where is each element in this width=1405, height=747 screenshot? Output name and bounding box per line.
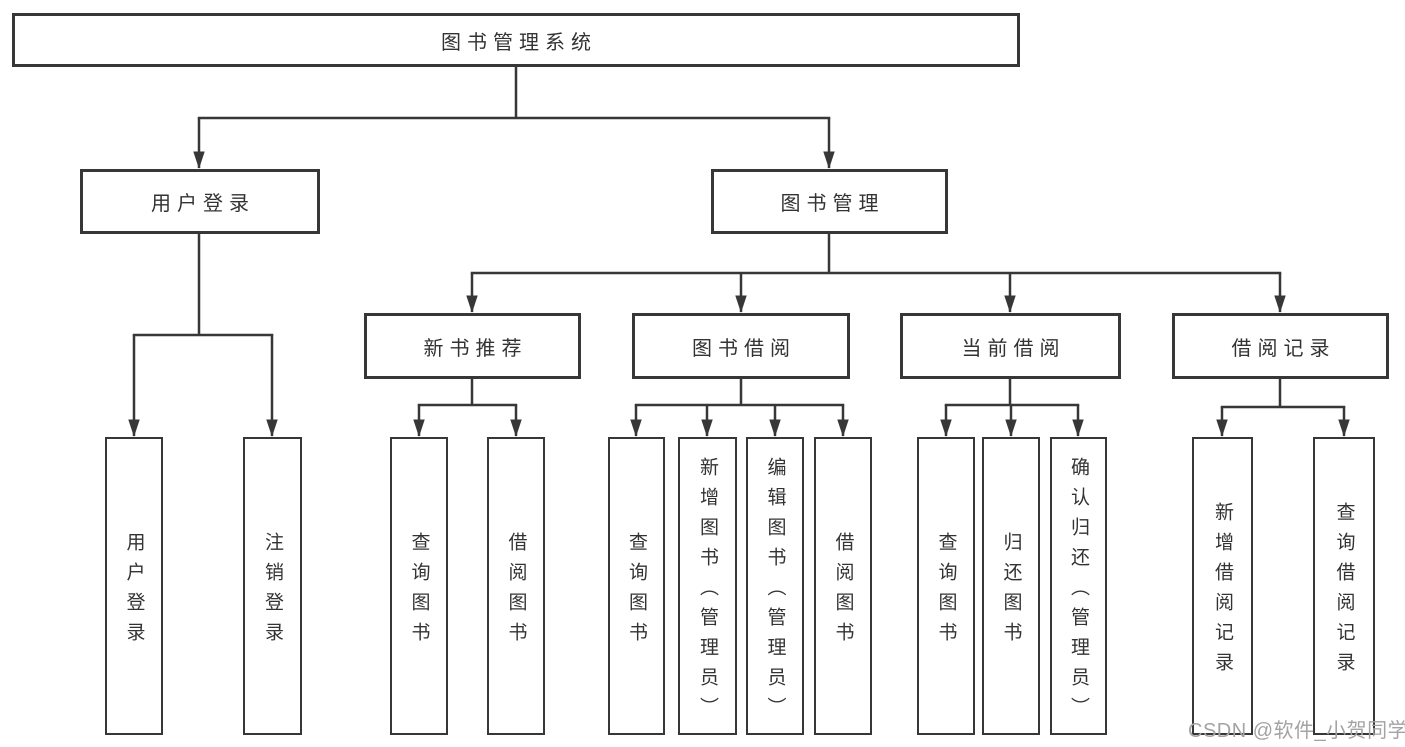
node-label: 查询图书 <box>935 531 957 652</box>
node-query-borrow-record: 查询借阅记录 <box>1313 437 1375 735</box>
node-label: 图书管理 <box>780 193 885 215</box>
node-borrowing-records: 借阅记录 <box>1172 313 1389 379</box>
node-label: 新增借阅记录 <box>1212 501 1233 682</box>
watermark: CSDN @软件_小贺同学 <box>1188 720 1405 742</box>
node-label: 编辑图书（管理员） <box>764 456 786 727</box>
node-label: 归还图书 <box>1000 531 1022 652</box>
node-label: 用户登录 <box>123 531 145 652</box>
node-borrow-books-recommend: 借阅图书 <box>487 437 545 735</box>
node-label: 借阅记录 <box>1231 337 1336 360</box>
node-user-login-leaf: 用户登录 <box>105 437 163 735</box>
node-label: 查询借阅记录 <box>1333 501 1355 682</box>
node-new-book-recommendation: 新书推荐 <box>364 313 581 379</box>
node-query-books-recommend: 查询图书 <box>390 437 448 735</box>
node-user-login: 用户登录 <box>80 169 320 234</box>
node-label: 图书管理系统 <box>441 31 597 54</box>
node-label: 查询图书 <box>408 531 430 652</box>
node-confirm-return-admin: 确认归还（管理员） <box>1050 437 1107 735</box>
node-query-books-current: 查询图书 <box>917 437 975 735</box>
node-query-books-borrowing: 查询图书 <box>608 437 665 735</box>
connector-arrows <box>128 118 1350 437</box>
node-label: 新书推荐 <box>423 337 528 360</box>
node-edit-books-admin: 编辑图书（管理员） <box>746 437 804 735</box>
node-label: 新增图书（管理员） <box>697 456 718 727</box>
node-label: 确认归还（管理员） <box>1068 456 1089 727</box>
node-book-borrowing: 图书借阅 <box>632 313 850 379</box>
node-label: 借阅图书 <box>505 531 527 652</box>
node-label: 用户登录 <box>151 193 255 215</box>
node-book-management: 图书管理 <box>711 169 948 234</box>
node-label: 注销登录 <box>262 531 283 652</box>
node-add-borrow-record: 新增借阅记录 <box>1192 437 1253 735</box>
node-label: 图书借阅 <box>692 337 796 360</box>
node-current-borrowing: 当前借阅 <box>900 313 1121 379</box>
node-add-books-admin: 新增图书（管理员） <box>678 437 737 735</box>
node-borrow-books-leaf: 借阅图书 <box>814 437 872 735</box>
node-return-books: 归还图书 <box>982 437 1040 735</box>
node-label: 查询图书 <box>626 531 647 652</box>
node-logout: 注销登录 <box>243 437 302 735</box>
node-label: 借阅图书 <box>832 531 854 652</box>
node-library-management-system: 图书管理系统 <box>12 13 1020 67</box>
node-label: 当前借阅 <box>961 337 1066 360</box>
